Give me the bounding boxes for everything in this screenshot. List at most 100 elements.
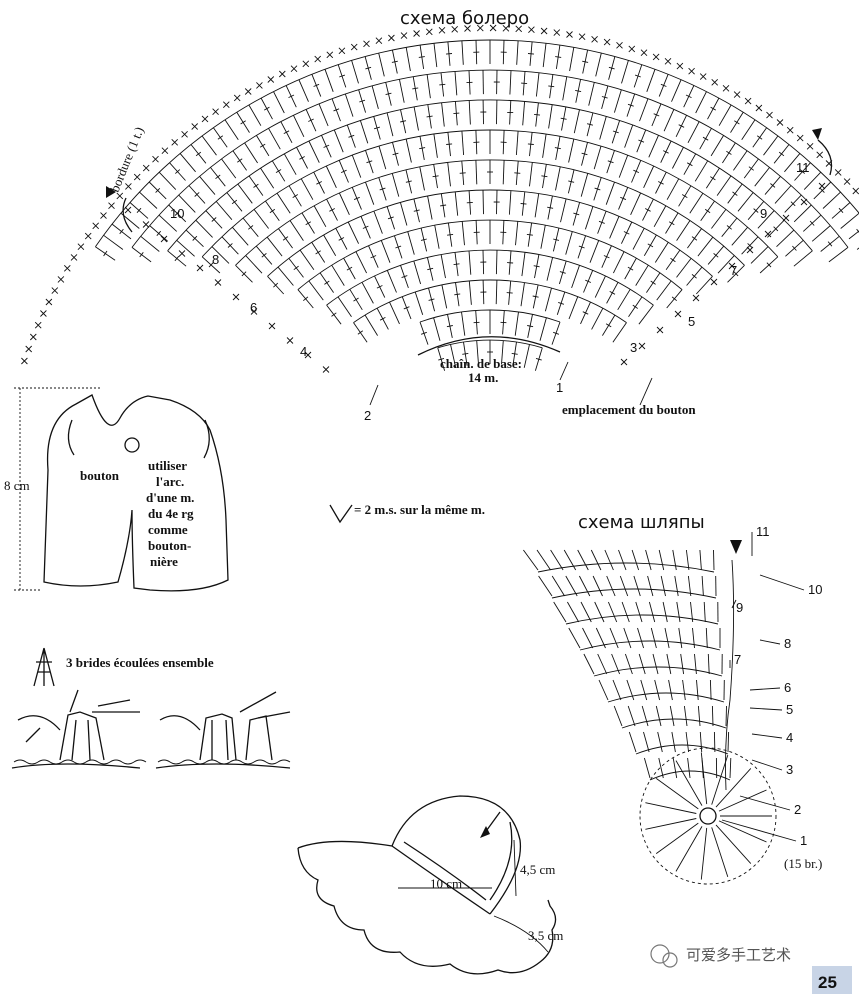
- treble-stitch: [568, 139, 575, 163]
- treble-stitch: [199, 176, 216, 195]
- stitch-bar: [819, 187, 825, 193]
- hat-treble: [697, 705, 701, 727]
- treble-stitch: [308, 280, 324, 301]
- stitch-bar: [732, 191, 738, 196]
- border-cross: [212, 108, 219, 116]
- border-cross: [656, 326, 664, 334]
- stitch-bar: [726, 150, 732, 155]
- hat-crown-inner: [403, 821, 513, 901]
- stitch-bar: [420, 331, 427, 335]
- border-cross: [476, 24, 484, 32]
- stitch-bar: [747, 243, 753, 248]
- border-cross: [142, 221, 150, 228]
- treble-stitch: [325, 165, 337, 188]
- treble-stitch: [514, 311, 519, 336]
- border-cross: [34, 321, 42, 329]
- hat-treble: [606, 575, 616, 597]
- stitch-bar: [623, 231, 630, 235]
- legend: = 2 m.s. sur la même m. 3 brides écoulée…: [11, 502, 485, 769]
- hat-treble: [680, 653, 685, 675]
- hat-leader: [721, 819, 797, 842]
- hat-row-number: 7: [734, 652, 741, 667]
- stitch-bar: [634, 74, 641, 78]
- border-cross: [755, 104, 763, 112]
- vest-height: 8 cm: [4, 478, 30, 493]
- treble-stitch: [515, 221, 519, 246]
- bolero-chart: схема болеро chaîn. de base: 14 m. bordu…: [21, 8, 859, 423]
- hat-treble: [633, 575, 641, 597]
- stitch-bar: [756, 135, 763, 140]
- treble-stitch: [544, 287, 552, 312]
- border-cross: [796, 134, 804, 142]
- treble-stitch: [389, 301, 400, 325]
- border-cross: [222, 101, 230, 109]
- treble-stitch: [617, 289, 631, 311]
- treble-stitch: [591, 307, 604, 330]
- stitch-bar: [766, 262, 772, 268]
- hat-treble: [523, 549, 539, 571]
- border-cross: [728, 262, 736, 270]
- hat-treble: [628, 731, 637, 753]
- treble-stitch: [522, 101, 526, 126]
- stitch-bar: [541, 175, 548, 178]
- stitch-bar: [586, 123, 594, 126]
- stitch-bar: [527, 143, 534, 145]
- treble-stitch: [666, 178, 680, 200]
- treble-stitch: [676, 258, 692, 278]
- border-cross: [616, 41, 623, 49]
- hat-row-arc: [565, 614, 719, 625]
- treble-stitch: [565, 231, 573, 255]
- treble-stitch: [689, 192, 704, 214]
- stitch-bar: [240, 120, 246, 125]
- stitch-bar: [535, 357, 542, 361]
- hat-row-number: 1: [800, 833, 807, 848]
- stitch-bar: [838, 207, 844, 213]
- hat-row-number: 4: [786, 730, 793, 745]
- stitch-bar: [315, 250, 321, 255]
- hat-center-ring: [699, 807, 717, 825]
- row-arc: [326, 249, 654, 306]
- border-cross: [250, 308, 258, 315]
- hat-treble: [567, 601, 580, 623]
- stitch-bar: [657, 181, 664, 185]
- border-cross: [232, 293, 240, 301]
- treble-stitch: [697, 236, 714, 257]
- stitch-bar: [370, 255, 377, 259]
- treble-stitch: [434, 225, 440, 249]
- stitch-bar: [103, 250, 108, 257]
- treble-stitch: [347, 221, 360, 244]
- stitch-bar: [339, 74, 346, 78]
- border-cross: [400, 32, 408, 39]
- row-number: 3: [630, 340, 637, 355]
- treble-stitch: [757, 210, 775, 229]
- treble-stitch: [364, 314, 378, 336]
- border-cross: [29, 333, 37, 341]
- arrow-head: [480, 826, 490, 838]
- stitch-bar: [726, 225, 732, 230]
- stitch-bar: [809, 220, 815, 226]
- treble-stitch: [638, 304, 654, 325]
- treble-stitch: [461, 311, 466, 336]
- treble-stitch: [338, 192, 350, 215]
- treble-stitch: [454, 71, 458, 96]
- border-cross: [638, 342, 646, 350]
- border-cross: [51, 287, 59, 294]
- treble-stitch: [613, 89, 622, 113]
- stitch-bar: [259, 143, 266, 148]
- bolero-rows: [95, 39, 859, 371]
- row-number: 8: [212, 252, 219, 267]
- hat-treble: [687, 757, 691, 779]
- treble-stitch: [461, 130, 465, 156]
- tr3-symbol-icon: [33, 647, 55, 687]
- stitch-bar: [446, 325, 453, 328]
- hat-treble: [612, 679, 622, 701]
- treble-stitch: [433, 134, 438, 158]
- hat-crown-outline: [391, 795, 522, 915]
- treble-stitch: [386, 112, 394, 137]
- buttonhole-note: utiliser: [148, 458, 187, 473]
- hat-treble: [729, 757, 732, 779]
- hat-treble: [618, 549, 627, 571]
- stitch-bar: [827, 241, 833, 247]
- border-cross: [733, 91, 741, 98]
- stitch-bar: [231, 199, 238, 205]
